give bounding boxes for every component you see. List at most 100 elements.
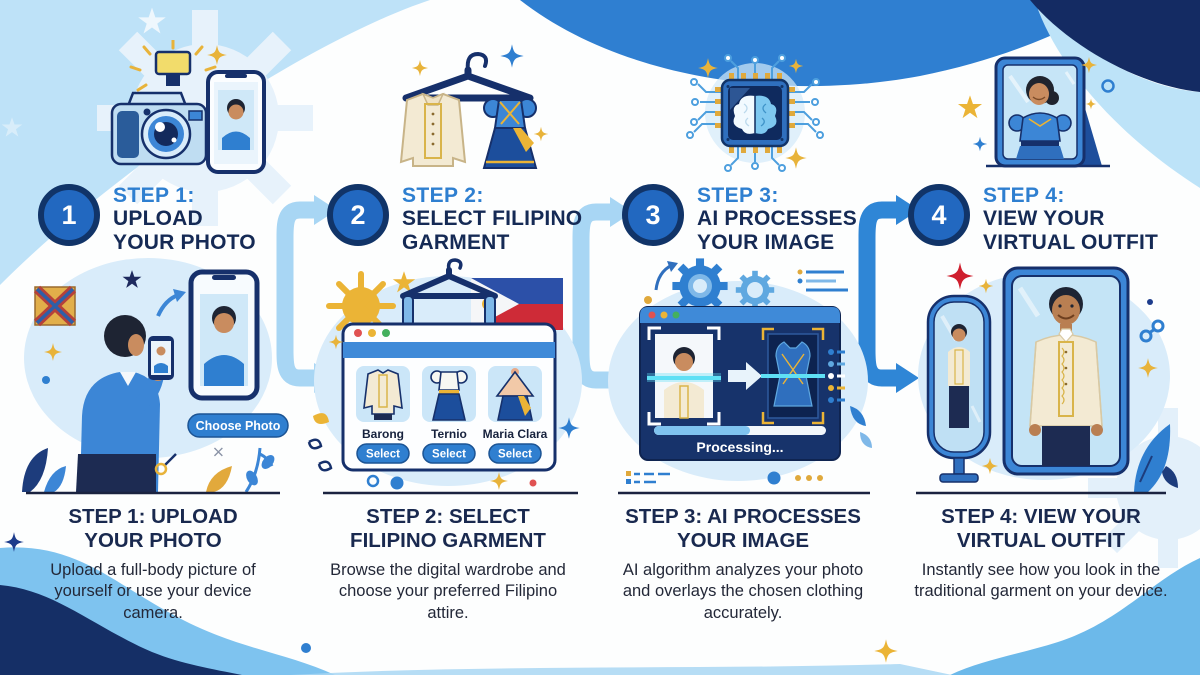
window-dot-yellow bbox=[368, 329, 376, 337]
virtual-mirror bbox=[1002, 266, 1130, 476]
select-button-ternio: Select bbox=[422, 443, 476, 464]
step3-kicker: STEP 3: bbox=[697, 184, 779, 207]
processing-window: Processing... bbox=[639, 306, 845, 461]
step4-description: Instantly see how you look in the tradit… bbox=[914, 561, 1168, 601]
garments-hanger-icon bbox=[399, 44, 549, 169]
top-wave bbox=[520, 0, 1122, 87]
step3-bottom-title: STEP 3: AI PROCESSES YOUR IMAGE bbox=[625, 505, 861, 553]
corner-bottom-right-blob bbox=[950, 558, 1200, 675]
gold-sparkle-icon bbox=[533, 126, 549, 142]
select-button-maria-clara: Select bbox=[488, 443, 542, 464]
window-dot-yellow bbox=[660, 311, 668, 319]
camera-phone-icon bbox=[110, 40, 266, 174]
step2-title: SELECT FILIPINO GARMENT bbox=[402, 207, 583, 254]
woven-textile-icon bbox=[33, 285, 77, 327]
blue-sparkle-icon bbox=[972, 136, 988, 152]
step-column-1: 1 STEP 1: UPLOAD YOUR PHOTO bbox=[8, 0, 298, 675]
small-arrow-icon bbox=[654, 263, 673, 291]
leaf-decor bbox=[850, 406, 872, 448]
man-in-barong bbox=[1029, 287, 1103, 466]
gold-star-icon bbox=[957, 95, 983, 119]
corner-top-right-blob bbox=[1030, 0, 1200, 188]
sun-icon bbox=[326, 271, 396, 341]
step-column-4: 4 STEP 4: VIEW YOUR VIRTUAL OUTFIT bbox=[896, 0, 1186, 675]
brain-icon bbox=[733, 95, 777, 134]
phone-preview bbox=[206, 70, 266, 174]
gold-sparkle-icon bbox=[788, 58, 804, 74]
step4-kicker: STEP 4: bbox=[983, 184, 1065, 207]
barong-thumbnail bbox=[363, 369, 403, 420]
camera-flash bbox=[154, 50, 192, 76]
svg-text:⨉: ⨉ bbox=[213, 447, 223, 459]
step4-bottom-title: STEP 4: VIEW YOUR VIRTUAL OUTFIT bbox=[941, 505, 1141, 553]
step1-description: Upload a full-body picture of yourself o… bbox=[50, 561, 256, 622]
scanned-garment bbox=[761, 327, 825, 425]
window-dot-green bbox=[672, 311, 680, 319]
wardrobe-window: Barong Ternio Maria Clara Select Select … bbox=[341, 322, 557, 472]
svg-text:Select: Select bbox=[366, 449, 400, 461]
red-sparkle-icon bbox=[946, 262, 974, 290]
gold-sparkle-icon bbox=[207, 45, 227, 65]
progress-bar bbox=[654, 426, 826, 435]
mirror-woman-icon bbox=[957, 56, 1115, 168]
corner-bottom-left-blob bbox=[0, 547, 335, 675]
window-dot-red bbox=[354, 329, 362, 337]
standing-mirror bbox=[926, 294, 992, 483]
step2-number-badge: 2 bbox=[327, 184, 389, 246]
flash-burst bbox=[129, 40, 217, 92]
step3-description: AI algorithm analyzes your photo and ove… bbox=[622, 561, 864, 622]
filipiniana-dress-icon bbox=[482, 98, 538, 169]
upload-photo-scene: Choose Photo ⨉ bbox=[22, 258, 289, 495]
blue-dot bbox=[301, 643, 311, 653]
svg-text:Select: Select bbox=[432, 449, 466, 461]
window-dot-red bbox=[648, 311, 656, 319]
corner-brackets bbox=[647, 326, 721, 426]
processing-status: Processing... bbox=[696, 439, 783, 455]
step3-number-badge: 3 bbox=[622, 184, 684, 246]
woman-in-mirror bbox=[1008, 76, 1072, 159]
squiggle-decor bbox=[307, 413, 333, 472]
step-column-2: 2 STEP 2: SELECT FILIPINO GARMENT bbox=[303, 0, 593, 675]
step2-header: 2 STEP 2: SELECT FILIPINO GARMENT bbox=[327, 184, 582, 254]
status-dots bbox=[828, 349, 845, 403]
chip-pins bbox=[715, 73, 795, 153]
blue-sparkle-icon bbox=[500, 44, 524, 68]
hanger-icon bbox=[400, 267, 498, 299]
gold-sparkle-icon bbox=[1085, 98, 1097, 110]
circle-decor bbox=[1101, 79, 1115, 93]
step4-title: VIEW YOUR VIRTUAL OUTFIT bbox=[983, 207, 1159, 254]
step4-header: 4 STEP 4: VIEW YOUR VIRTUAL OUTFIT bbox=[908, 184, 1158, 254]
gold-sparkle-icon bbox=[411, 59, 429, 77]
svg-text:Choose Photo: Choose Photo bbox=[196, 419, 281, 433]
chain-link-icon bbox=[1139, 319, 1165, 343]
window-dot-green bbox=[382, 329, 390, 337]
arrow-step3-to-step4 bbox=[858, 195, 919, 393]
dash-decor bbox=[634, 472, 670, 484]
svg-text:Select: Select bbox=[498, 449, 532, 461]
terno-thumbnail bbox=[430, 370, 468, 421]
garment-label-ternio: Ternio bbox=[431, 427, 467, 441]
step2-kicker: STEP 2: bbox=[402, 184, 484, 207]
step2-bottom-title: STEP 2: SELECT FILIPINO GARMENT bbox=[350, 505, 546, 553]
step-column-3: 3 STEP 3: AI PROCESSES YOUR IMAGE bbox=[598, 0, 888, 675]
ai-processing-scene: Processing... bbox=[608, 258, 872, 495]
leaf-decor bbox=[1134, 424, 1178, 492]
virtual-outfit-scene bbox=[916, 262, 1178, 495]
garment-label-barong: Barong bbox=[362, 427, 404, 441]
circuit-traces bbox=[693, 60, 817, 166]
garment-label-maria-clara: Maria Clara bbox=[483, 427, 548, 441]
step1-title: UPLOAD YOUR PHOTO bbox=[113, 207, 256, 254]
step1-bottom-title: STEP 1: UPLOAD YOUR PHOTO bbox=[68, 505, 238, 553]
maria-clara-thumbnail bbox=[495, 368, 535, 421]
gold-sparkle-icon bbox=[785, 147, 807, 169]
step2-description: Browse the digital wardrobe and choose y… bbox=[330, 561, 566, 622]
step1-header: 1 STEP 1: UPLOAD YOUR PHOTO bbox=[38, 184, 256, 254]
wardrobe-scene: Barong Ternio Maria Clara Select Select … bbox=[307, 258, 582, 495]
select-button-barong: Select bbox=[356, 443, 410, 464]
step1-number-badge: 1 bbox=[38, 184, 100, 246]
phone-upload-screen bbox=[188, 269, 260, 401]
gold-sparkle-icon bbox=[698, 58, 718, 78]
list-lines-decor bbox=[797, 269, 848, 292]
step3-header: 3 STEP 3: AI PROCESSES YOUR IMAGE bbox=[622, 184, 857, 254]
